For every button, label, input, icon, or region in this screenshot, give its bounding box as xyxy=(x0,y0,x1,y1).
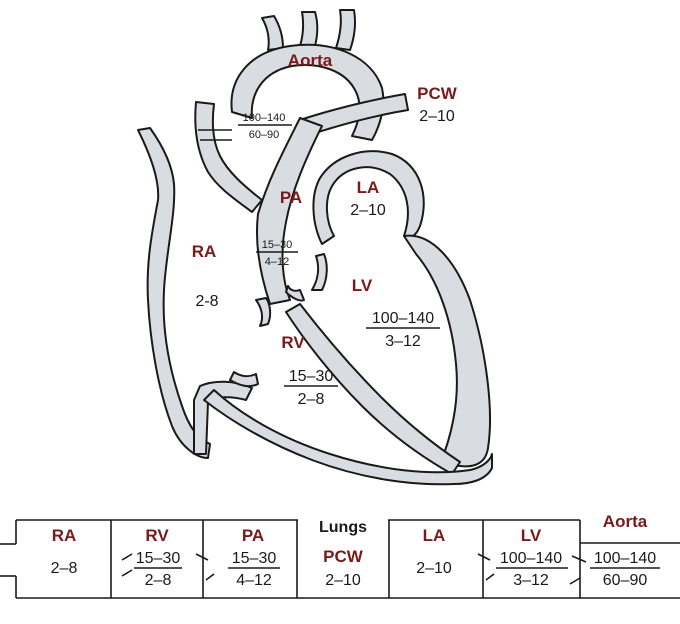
flow-lv-diastolic: 3–12 xyxy=(513,572,549,589)
flow-pcw-value: 2–10 xyxy=(325,572,361,589)
flow-pcw-label: PCW xyxy=(323,547,364,566)
valve-tricuspid-ticks xyxy=(121,553,133,577)
heart-lv-systolic: 100–140 xyxy=(372,310,434,327)
flow-rv-label: RV xyxy=(145,526,169,545)
flow-rv-systolic: 15–30 xyxy=(136,550,181,567)
flow-lv-label: LV xyxy=(521,526,542,545)
heart-ra-label: RA xyxy=(192,242,217,261)
heart-pa-label: PA xyxy=(280,188,302,207)
heart-lv-diastolic: 3–12 xyxy=(385,333,421,350)
heart-rv-diastolic: 2–8 xyxy=(298,391,325,408)
heart-pcw-value: 2–10 xyxy=(419,108,455,125)
aortic-branch-left xyxy=(261,15,284,51)
aortic-branch-right xyxy=(335,9,356,51)
lungs-top-gap xyxy=(298,514,388,526)
valve-aortic-ticks xyxy=(569,555,587,585)
heart-ra-value: 2-8 xyxy=(195,293,218,310)
heart-pa-systolic: 15–30 xyxy=(262,239,293,251)
right-ventricle-wall xyxy=(203,389,493,486)
valve-mitral-ticks xyxy=(477,553,495,581)
heart-la-value: 2–10 xyxy=(350,202,386,219)
heart-pa-diastolic: 4–12 xyxy=(265,256,289,268)
flow-la-value: 2–10 xyxy=(416,560,452,577)
flow-lv-systolic: 100–140 xyxy=(500,550,562,567)
heart-pcw-label: PCW xyxy=(417,84,458,103)
pulmonary-valve xyxy=(255,297,272,327)
flow-ra-value: 2–8 xyxy=(51,560,78,577)
mitral-valve xyxy=(311,253,328,291)
left-atrium-wall xyxy=(312,150,425,245)
left-ventricle-wall xyxy=(403,234,491,468)
flow-aorta-label: Aorta xyxy=(603,512,648,531)
heart-rv-systolic: 15–30 xyxy=(289,368,334,385)
heart-anatomy: Aorta 100–140 60–90 PCW 2–10 PA 15–30 4–… xyxy=(137,9,493,486)
heart-aorta-systolic: 100–140 xyxy=(243,112,286,124)
heart-aorta-diastolic: 60–90 xyxy=(249,129,280,141)
flow-lungs-label: Lungs xyxy=(319,519,367,536)
flow-rv-diastolic: 2–8 xyxy=(145,572,172,589)
flow-pa-label: PA xyxy=(242,526,264,545)
pulmonary-artery-trunk xyxy=(255,117,323,305)
right-atrium-wall xyxy=(137,127,211,459)
tricuspid-valve xyxy=(229,371,259,388)
valve-pulmonic-ticks xyxy=(195,553,215,581)
heart-la-label: LA xyxy=(357,178,380,197)
aorta-vessel xyxy=(230,43,385,141)
heart-lv-label: LV xyxy=(352,276,373,295)
flow-pa-systolic: 15–30 xyxy=(232,550,277,567)
heart-aorta-label: Aorta xyxy=(288,51,333,70)
flow-aorta-diastolic: 60–90 xyxy=(603,572,648,589)
flow-aorta-systolic: 100–140 xyxy=(594,550,656,567)
circulation-flow-diagram: RA 2–8 RV 15–30 2–8 PA 15–30 4–12 Lungs … xyxy=(0,512,680,599)
pulmonary-vein-vessel xyxy=(299,93,409,137)
heart-rv-label: RV xyxy=(281,333,305,352)
flow-ra-label: RA xyxy=(52,526,77,545)
flow-pa-diastolic: 4–12 xyxy=(236,572,272,589)
flow-la-label: LA xyxy=(423,526,446,545)
pulmonary-valve-right xyxy=(285,285,305,302)
aortic-branch-mid xyxy=(299,11,319,47)
